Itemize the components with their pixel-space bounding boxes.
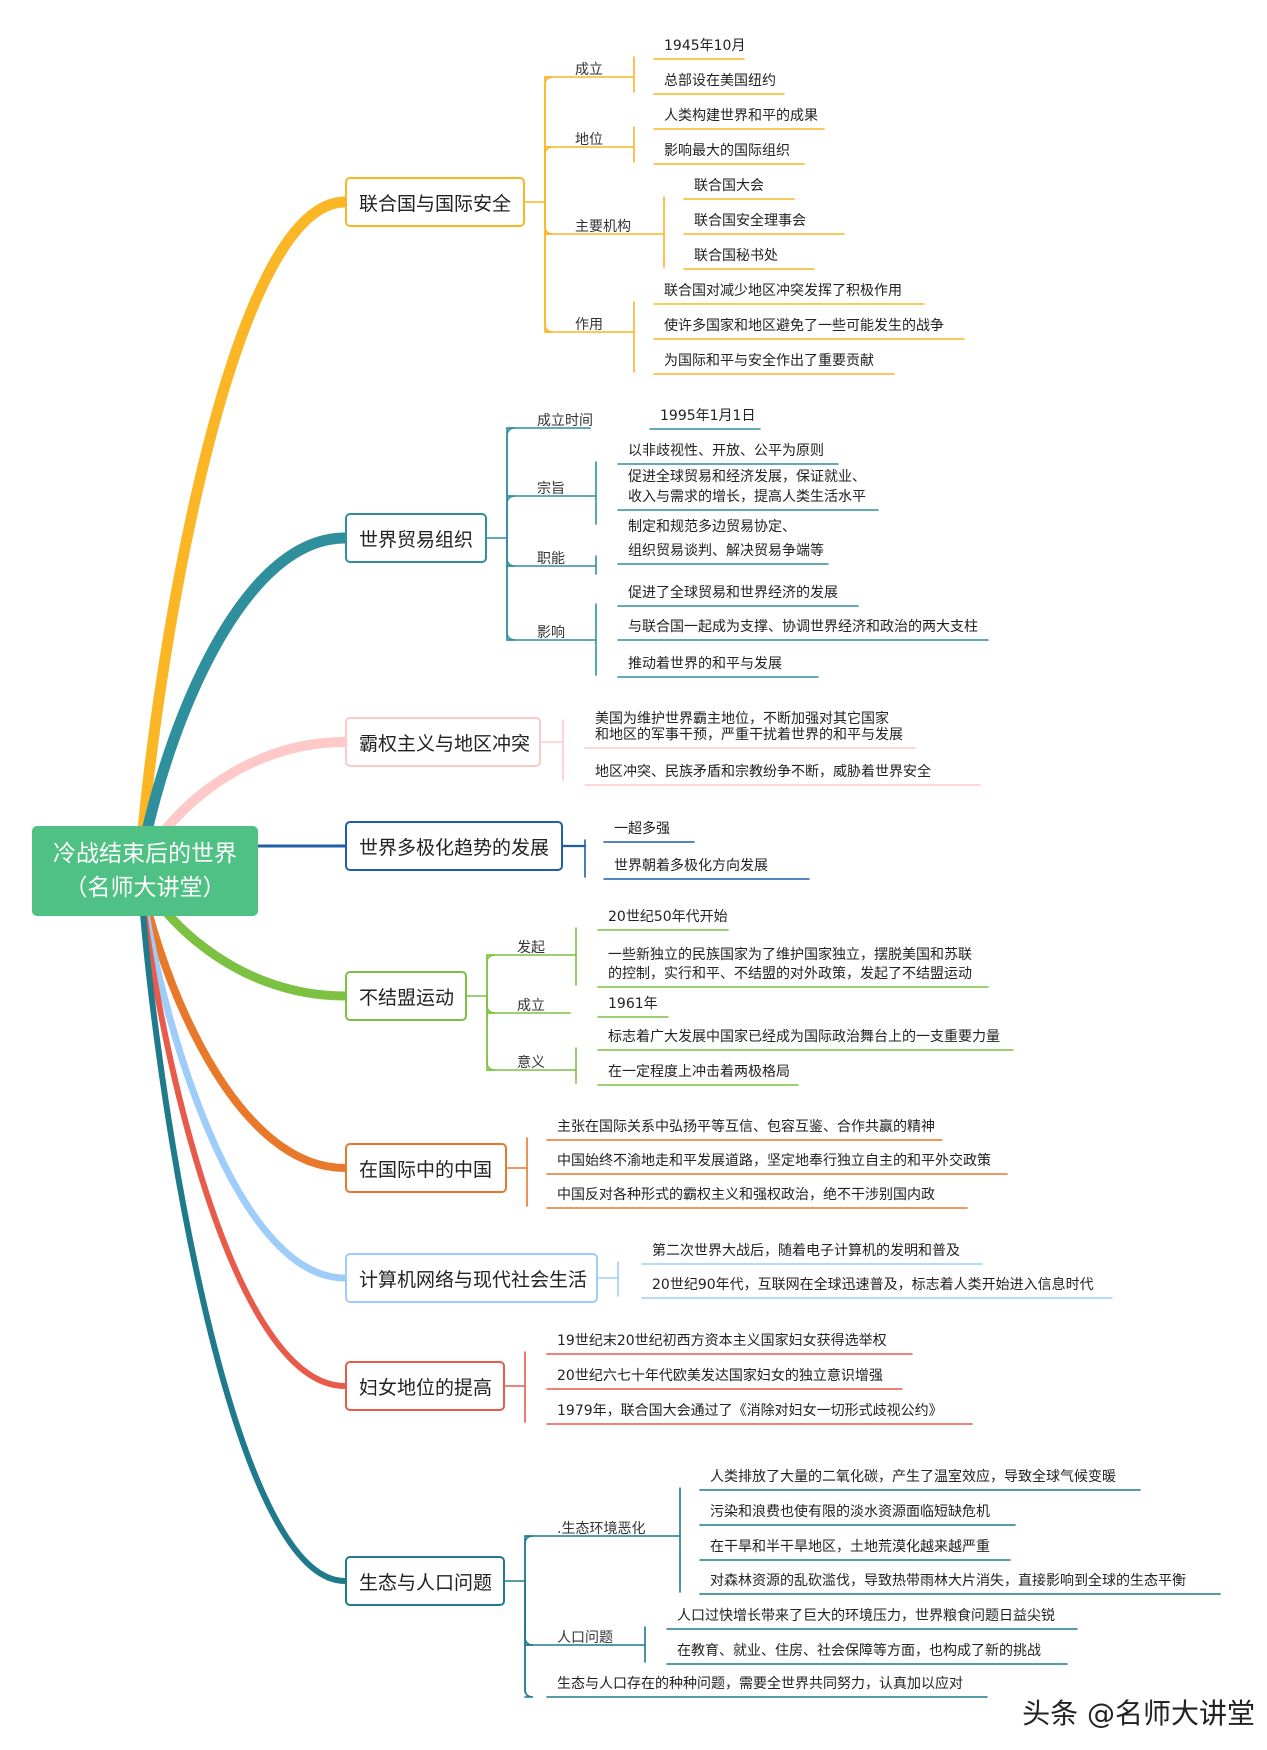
branch-node-nonaligned[interactable]: 不结盟运动 xyxy=(345,971,467,1021)
subtopic-label: 成立 xyxy=(575,62,603,78)
leaf-item: 制定和规范多边贸易协定、 xyxy=(628,519,796,535)
leaf-item: 第二次世界大战后，随着电子计算机的发明和普及 xyxy=(652,1243,960,1259)
watermark: 头条 @名师大讲堂 xyxy=(1022,1697,1255,1730)
leaf-item: 1945年10月 xyxy=(664,38,746,54)
connector-line xyxy=(506,537,516,567)
branch-node-computer[interactable]: 计算机网络与现代社会生活 xyxy=(345,1253,598,1303)
branch-node-wto[interactable]: 世界贸易组织 xyxy=(345,513,487,563)
connector-line xyxy=(486,995,496,1071)
connector-line xyxy=(524,1535,534,1582)
subtopic-label: 意义 xyxy=(517,1055,545,1071)
subtopic-label: 人口问题 xyxy=(557,1630,613,1646)
leaf-item: 标志着广大发展中国家已经成为国际政治舞台上的一支重要力量 xyxy=(608,1029,1000,1045)
leaf-item: 人类排放了大量的二氧化碳，产生了温室效应，导致全球气候变暖 xyxy=(710,1469,1116,1485)
connector-line xyxy=(506,495,516,539)
leaf-item: 中国始终不渝地走和平发展道路，坚定地奉行独立自主的和平外交政策 xyxy=(557,1153,991,1169)
leaf-item: 在一定程度上冲击着两极格局 xyxy=(608,1064,790,1080)
subtopic-label: 主要机构 xyxy=(575,219,631,235)
leaf-item: 组织贸易谈判、解决贸易争端等 xyxy=(628,543,824,559)
subtopic-label: .生态环境恶化 xyxy=(557,1521,646,1537)
leaf-item: 19世纪末20世纪初西方资本主义国家妇女获得选举权 xyxy=(557,1333,887,1349)
leaf-item: 总部设在美国纽约 xyxy=(664,73,776,89)
leaf-item: 与联合国一起成为支撑、协调世界经济和政治的两大支柱 xyxy=(628,619,978,635)
leaf-item: 在干旱和半干旱地区，土地荒漠化越来越严重 xyxy=(710,1539,990,1555)
connector-line xyxy=(544,201,554,333)
subtopic-label: 职能 xyxy=(537,551,565,567)
subtopic-label: 影响 xyxy=(537,625,565,641)
subtopic-label: 发起 xyxy=(517,940,545,956)
leaf-item: 联合国对减少地区冲突发挥了积极作用 xyxy=(664,283,902,299)
leaf-item: 1979年，联合国大会通过了《消除对妇女一切形式歧视公约》 xyxy=(557,1403,943,1419)
leaf-item: 在教育、就业、住房、社会保障等方面，也构成了新的挑战 xyxy=(677,1643,1041,1659)
leaf-item: 联合国安全理事会 xyxy=(694,213,806,229)
connector-line xyxy=(506,537,516,641)
leaf-item: 推动着世界的和平与发展 xyxy=(628,656,782,672)
leaf-item: 联合国大会 xyxy=(694,178,764,194)
leaf-item: 使许多国家和地区避免了一些可能发生的战争 xyxy=(664,318,944,334)
leaf-item: 1995年1月1日 xyxy=(660,408,756,424)
connector-line xyxy=(486,995,496,1014)
leaf-item: 和地区的军事干预，严重干扰着世界的和平与发展 xyxy=(595,727,903,743)
connector-line xyxy=(524,1580,534,1698)
leaf-item: 以非歧视性、开放、公平为原则 xyxy=(628,443,824,459)
leaf-item: 影响最大的国际组织 xyxy=(664,143,790,159)
leaf-item: 收入与需求的增长，提高人类生活水平 xyxy=(628,489,866,505)
leaf-item: 20世纪六七十年代欧美发达国家妇女的独立意识增强 xyxy=(557,1368,883,1384)
leaf-item: 联合国秘书处 xyxy=(694,248,778,264)
subtopic-label: 宗旨 xyxy=(537,481,565,497)
leaf-item: 人口过快增长带来了巨大的环境压力，世界粮食问题日益尖锐 xyxy=(677,1608,1055,1624)
leaf-item: 为国际和平与安全作出了重要贡献 xyxy=(664,353,874,369)
connector-line xyxy=(544,146,554,203)
branch-curve-un xyxy=(134,196,351,877)
leaf-item: 促进全球贸易和经济发展，保证就业、 xyxy=(628,469,866,485)
connector-line xyxy=(544,76,554,203)
leaf-item: 的控制，实行和平、不结盟的对外政策，发起了不结盟运动 xyxy=(608,966,972,982)
leaf-item: 主张在国际关系中弘扬平等互信、包容互鉴、合作共赢的精神 xyxy=(557,1119,935,1135)
leaf-item: 对森林资源的乱砍滥伐，导致热带雨林大片消失，直接影响到全球的生态平衡 xyxy=(710,1573,1186,1589)
leaf-item: 中国反对各种形式的霸权主义和强权政治，绝不干涉别国内政 xyxy=(557,1187,935,1203)
sub-connectors xyxy=(466,56,1221,1698)
subtopic-label: 成立 xyxy=(517,998,545,1014)
leaf-item: 20世纪90年代，互联网在全球迅速普及，标志着人类开始进入信息时代 xyxy=(652,1277,1094,1293)
subtopic-label: 成立时间 xyxy=(537,413,593,429)
connector-line xyxy=(544,201,554,235)
branch-curve-ecology xyxy=(137,868,348,1584)
leaf-item: 促进了全球贸易和世界经济的发展 xyxy=(628,585,838,601)
branch-node-hegemony[interactable]: 霸权主义与地区冲突 xyxy=(345,717,541,767)
branch-node-women[interactable]: 妇女地位的提高 xyxy=(345,1361,505,1411)
branch-node-multipolar[interactable]: 世界多极化趋势的发展 xyxy=(345,821,563,871)
connector-line xyxy=(486,954,496,997)
leaf-item: 一超多强 xyxy=(614,821,670,837)
leaf-item: 地区冲突、民族矛盾和宗教纷争不断，威胁着世界安全 xyxy=(595,764,931,780)
leaf-item: 污染和浪费也使有限的淡水资源面临短缺危机 xyxy=(710,1504,990,1520)
connector-line xyxy=(524,1580,534,1646)
leaf-item: 世界朝着多极化方向发展 xyxy=(614,858,768,874)
connector-line xyxy=(506,427,516,539)
subtopic-label: 作用 xyxy=(575,317,603,333)
branch-node-ecology[interactable]: 生态与人口问题 xyxy=(345,1556,505,1606)
leaf-item: 20世纪50年代开始 xyxy=(608,909,728,925)
root-node[interactable]: 冷战结束后的世界 （名师大讲堂） xyxy=(32,826,258,916)
subtopic-label: 地位 xyxy=(575,132,603,148)
branch-node-un[interactable]: 联合国与国际安全 xyxy=(345,177,525,227)
root-subtitle: （名师大讲堂） xyxy=(64,875,226,901)
leaf-item: 一些新独立的民族国家为了维护国家独立，摆脱美国和苏联 xyxy=(608,947,972,963)
root-title: 冷战结束后的世界 xyxy=(53,841,237,867)
leaf-item: 1961年 xyxy=(608,996,658,1012)
leaf-item: 生态与人口存在的种种问题，需要全世界共同努力，认真加以应对 xyxy=(557,1676,963,1692)
branch-node-china[interactable]: 在国际中的中国 xyxy=(345,1143,507,1193)
leaf-item: 人类构建世界和平的成果 xyxy=(664,108,818,124)
leaf-item: 美国为维护世界霸主地位，不断加强对其它国家 xyxy=(595,711,889,727)
